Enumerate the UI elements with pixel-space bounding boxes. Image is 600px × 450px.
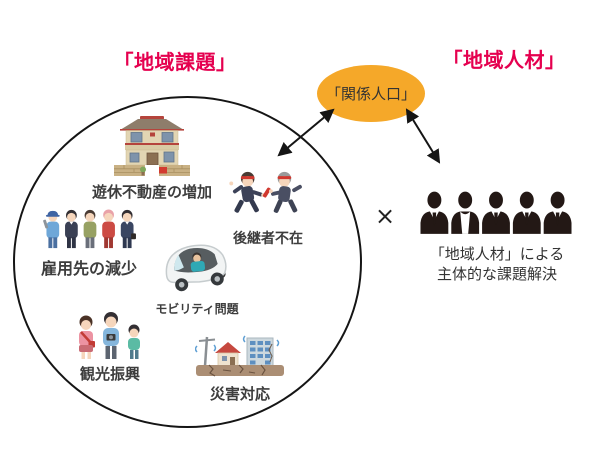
issue-label: 遊休不動産の増加 bbox=[91, 183, 212, 201]
issue-employment: 雇用先の減少 bbox=[19, 207, 159, 279]
issue-successor: 後継者不在 bbox=[198, 167, 338, 248]
issue-mobility: モビリティ問題 bbox=[127, 238, 267, 317]
issue-disaster: 災害対応 bbox=[170, 334, 310, 404]
issue-tourism: 観光振興 bbox=[40, 310, 180, 384]
tourist-family-icon bbox=[79, 312, 140, 359]
regional-talent-title: 「地域人材」 bbox=[442, 48, 566, 72]
issue-label: 後継者不在 bbox=[233, 231, 303, 247]
issue-label: 災害対応 bbox=[209, 385, 270, 403]
issue-label: モビリティ問題 bbox=[155, 302, 239, 316]
related-population-label: 「関係人口」 bbox=[325, 85, 416, 103]
caption-line-1: 「地域人材」による bbox=[429, 245, 565, 263]
baton-pass-icon bbox=[229, 171, 302, 213]
related-population-hub: 「関係人口」 bbox=[317, 65, 425, 122]
earthquake-icon bbox=[195, 335, 284, 377]
regional-talent-caption: 「地域人材」による 主体的な課題解決 bbox=[412, 244, 582, 284]
multiply-sign: × bbox=[374, 202, 396, 230]
regional-issues-title: 「地域課題」 bbox=[113, 50, 237, 74]
pod-car-icon bbox=[165, 244, 227, 292]
issue-idle-property: 遊休不動産の増加 bbox=[82, 116, 222, 202]
workers-group-icon bbox=[42, 209, 136, 249]
hub-to-talent-arrow bbox=[405, 108, 441, 164]
people-silhouettes-icon bbox=[420, 191, 572, 234]
regional-issues-circle bbox=[13, 96, 362, 428]
issue-label: 雇用先の減少 bbox=[40, 259, 137, 278]
issue-label: 観光振興 bbox=[79, 365, 140, 383]
vacant-house-icon bbox=[114, 116, 190, 176]
caption-line-2: 主体的な課題解決 bbox=[436, 265, 557, 283]
